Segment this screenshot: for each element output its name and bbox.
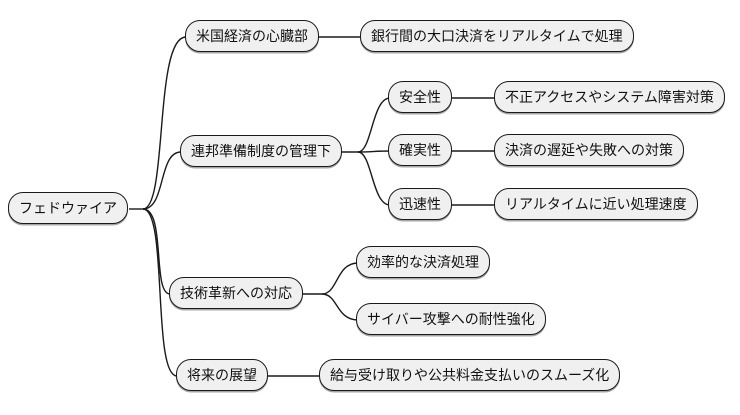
node-root[interactable]: フェドウァイア [8, 192, 128, 224]
node-fed-reserve-control[interactable]: 連邦準備制度の管理下 [180, 135, 342, 167]
node-label: フェドウァイア [19, 200, 117, 216]
node-bank-large-settlement[interactable]: 銀行間の大口決済をリアルタイムで処理 [360, 20, 634, 52]
node-label: 効率的な決済処理 [367, 254, 479, 270]
node-speed[interactable]: 迅速性 [388, 188, 452, 220]
node-label: 連邦準備制度の管理下 [191, 143, 331, 159]
node-label: 安全性 [399, 89, 441, 105]
node-near-realtime-speed[interactable]: リアルタイムに近い処理速度 [494, 188, 698, 220]
node-efficient-settlement[interactable]: 効率的な決済処理 [356, 246, 490, 278]
node-label: 米国経済の心臓部 [196, 28, 308, 44]
edge-root-to-us-economy [142, 36, 187, 210]
edge-fed-to-safety [357, 97, 391, 153]
node-cyber-resilience[interactable]: サイバー攻撃への耐性強化 [356, 303, 546, 335]
node-label: 給与受け取りや公共料金支払いのスムーズ化 [330, 367, 610, 383]
node-settlement-delay-measures[interactable]: 決済の遅延や失敗への対策 [494, 134, 684, 166]
node-safety[interactable]: 安全性 [388, 81, 452, 113]
node-label: 将来の展望 [187, 367, 257, 383]
node-label: 迅速性 [399, 196, 441, 212]
edge-fed-to-reliability [357, 150, 391, 153]
node-unauthorized-access-measures[interactable]: 不正アクセスやシステム障害対策 [494, 81, 725, 113]
node-salary-utility-smoothing[interactable]: 給与受け取りや公共料金支払いのスムーズ化 [319, 359, 621, 391]
edge-tech-to-cyber [321, 293, 359, 321]
edge-root-to-future [142, 208, 178, 377]
node-label: 不正アクセスやシステム障害対策 [505, 89, 714, 105]
node-tech-innovation[interactable]: 技術革新への対応 [169, 277, 303, 309]
edge-tech-to-efficient [321, 262, 359, 295]
edge-fed-to-speed [357, 151, 391, 206]
node-label: リアルタイムに近い処理速度 [505, 196, 687, 212]
node-label: 決済の遅延や失敗への対策 [505, 142, 673, 158]
edge-root-to-tech [142, 208, 171, 295]
edge-root-to-fed-reserve [142, 151, 182, 210]
node-reliability[interactable]: 確実性 [388, 134, 452, 166]
node-us-economy-heart[interactable]: 米国経済の心臓部 [185, 20, 319, 52]
node-label: サイバー攻撃への耐性強化 [367, 311, 535, 327]
node-label: 銀行間の大口決済をリアルタイムで処理 [371, 28, 623, 44]
node-label: 技術革新への対応 [180, 285, 292, 301]
node-future-outlook[interactable]: 将来の展望 [176, 359, 268, 391]
node-label: 確実性 [399, 142, 441, 158]
